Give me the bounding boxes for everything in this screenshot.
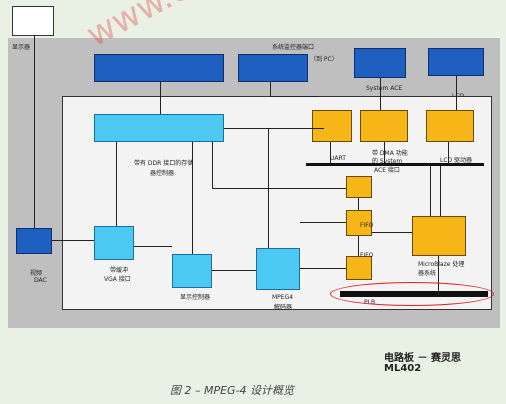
fifo-top-block <box>346 176 372 198</box>
figure-caption: 图 2 – MPEG-4 设计概览 <box>170 384 295 397</box>
lcd-driver-label: LCD 驱动器 <box>440 157 473 164</box>
line-fifo-mpeg-2 <box>300 268 346 269</box>
line-uart-bus <box>330 142 331 163</box>
opb-bus <box>306 163 484 166</box>
line-bus-mb-1 <box>430 166 431 216</box>
display-box <box>12 6 54 36</box>
mpeg4-label: MPEG4 <box>272 294 294 301</box>
dma-label-2: 的 System <box>372 158 403 165</box>
microblaze-label: MicroBlaze 处理 <box>418 261 465 268</box>
line-lcd-driver <box>456 76 457 110</box>
dma-label: 带 DMA 功能 <box>372 150 408 157</box>
board-label: 电路板 － 赛灵思 <box>384 353 461 364</box>
ddr-controller-label-2: 器控制器 <box>150 170 175 177</box>
line-fifo-mpeg <box>300 222 346 223</box>
mpeg4-label-2: 解码器 <box>274 304 293 311</box>
microblaze-block <box>412 216 466 256</box>
dram-block <box>94 54 224 82</box>
mpeg4-block <box>256 248 300 290</box>
line-mb-plb <box>438 256 439 291</box>
line-dram-ddr <box>160 82 161 114</box>
vga-block <box>94 226 134 260</box>
lcd-block <box>428 48 484 76</box>
system-ace-label: System ACE <box>366 85 403 92</box>
dma-label-3: ACE 接口 <box>374 167 400 174</box>
line-ddr-fifo-h <box>212 188 346 189</box>
line-disp-vga <box>134 246 172 247</box>
line-fifo-col-2 <box>358 236 359 256</box>
plb-highlight <box>330 282 494 306</box>
line-serial-uart <box>270 82 271 96</box>
vga-label: 带缓冲 <box>110 267 129 274</box>
lcd-driver-block <box>426 110 474 142</box>
sysace-dma-block <box>360 110 408 142</box>
fifo-bottom-label: FIFO <box>360 252 374 259</box>
serial-port-block <box>238 54 308 82</box>
ddr-controller-label: 带有 DDR 接口的存储 <box>134 160 194 167</box>
fifo-mid-label: FIFO <box>360 222 374 229</box>
line-ddr-disp <box>192 142 193 254</box>
line-disp-mpeg <box>212 270 256 271</box>
ddr-controller-block <box>94 114 224 142</box>
video-dac-label: 视频 <box>30 270 43 277</box>
line-ddr-mpeg <box>224 128 324 129</box>
microblaze-label-2: 器系统 <box>418 270 437 277</box>
uart-block <box>312 110 352 142</box>
fifo-bottom-block <box>346 256 372 280</box>
line-ace-dma <box>380 78 381 110</box>
line-ddr-vga <box>116 142 117 226</box>
video-dac-block <box>16 228 52 254</box>
line-fifo-col <box>358 198 359 210</box>
board-label-2: ML402 <box>384 363 422 374</box>
line-lcd-bus <box>448 142 449 163</box>
serial-pc-label: （到 PC） <box>310 56 338 63</box>
serial-port-label: 系统监控器端口 <box>272 44 315 51</box>
display-controller-block <box>172 254 212 288</box>
line-bus-mb-2 <box>440 166 441 216</box>
display-controller-label: 显示控制器 <box>180 294 211 301</box>
line-fifo-mb <box>372 232 412 233</box>
line-serial-uart-b <box>270 96 318 97</box>
vga-label-2: VGA 接口 <box>104 276 131 283</box>
line-ddr-fifo <box>212 142 213 188</box>
fifo-mid-block <box>346 210 372 236</box>
display-label: 显示器 <box>12 44 31 51</box>
video-dac-label-2: DAC <box>34 277 47 284</box>
line-ddr-mpeg-v <box>268 128 269 248</box>
line-dma-bus <box>384 142 385 163</box>
line-vga-dac <box>52 240 94 241</box>
line-dac-display <box>34 36 35 228</box>
system-ace-block <box>354 48 406 78</box>
uart-label: UART <box>330 155 346 162</box>
